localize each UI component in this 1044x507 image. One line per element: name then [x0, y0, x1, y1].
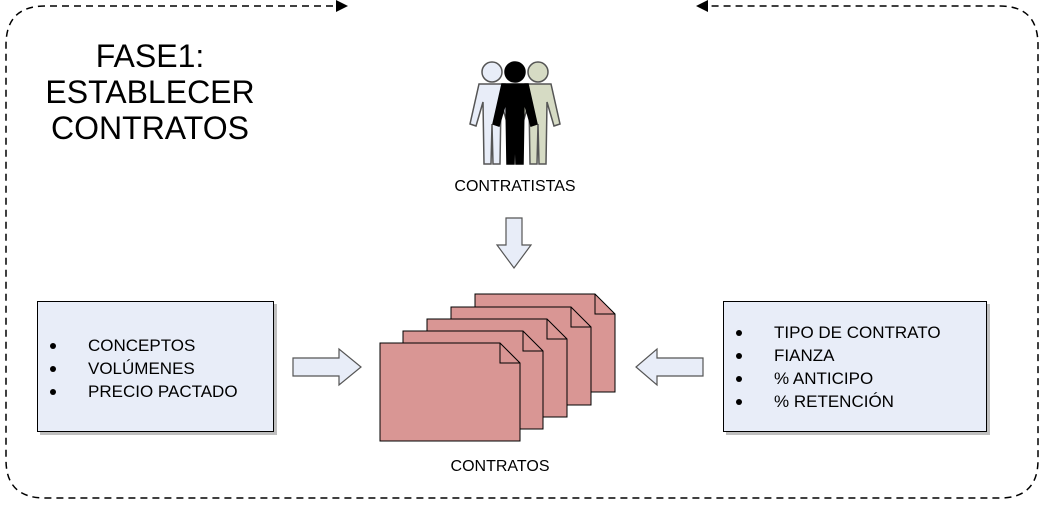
page-fold — [546, 319, 567, 340]
list-item: FIANZA — [724, 344, 986, 367]
phase-title-line-3: CONTRATOS — [51, 110, 249, 146]
bullet-icon — [736, 330, 742, 336]
phase-title-line-1: FASE1: — [95, 38, 205, 74]
page-fold — [594, 294, 615, 315]
bullet-icon — [736, 399, 742, 405]
page-fold — [570, 307, 591, 328]
left-arrow-icon — [635, 347, 704, 387]
list-item: CONCEPTOS — [38, 334, 273, 357]
contracts-label: CONTRATOS — [450, 458, 550, 475]
cycle-arrowhead-left-icon — [336, 0, 348, 12]
contract-data-box: CONCEPTOS VOLÚMENES PRECIO PACTADO — [37, 301, 274, 432]
bullet-icon — [736, 353, 742, 359]
contract-terms-box: TIPO DE CONTRATO FIANZA % ANTICIPO % RET… — [723, 301, 987, 432]
cycle-arrowhead-right-icon — [696, 0, 708, 12]
bullet-icon — [50, 366, 56, 372]
phase-title-line-2: ESTABLECER — [45, 74, 255, 110]
contractors-label: CONTRATISTAS — [454, 178, 576, 195]
people-group-icon — [469, 61, 561, 165]
document-stack-icon — [379, 293, 616, 442]
right-arrow-icon — [292, 347, 362, 387]
down-arrow-icon — [495, 217, 533, 270]
list-item: TIPO DE CONTRATO — [724, 321, 986, 344]
list-item: % RETENCIÓN — [724, 390, 986, 413]
phase-title: FASE1: ESTABLECER CONTRATOS — [30, 38, 270, 146]
page-fold — [522, 331, 543, 352]
contract-page — [379, 342, 521, 442]
list-item: % ANTICIPO — [724, 367, 986, 390]
bullet-icon — [50, 343, 56, 349]
bullet-icon — [50, 389, 56, 395]
dashed-cycle-border — [5, 5, 1039, 499]
list-item: PRECIO PACTADO — [38, 380, 273, 403]
list-item: VOLÚMENES — [38, 357, 273, 380]
bullet-icon — [736, 376, 742, 382]
page-fold — [499, 343, 520, 364]
